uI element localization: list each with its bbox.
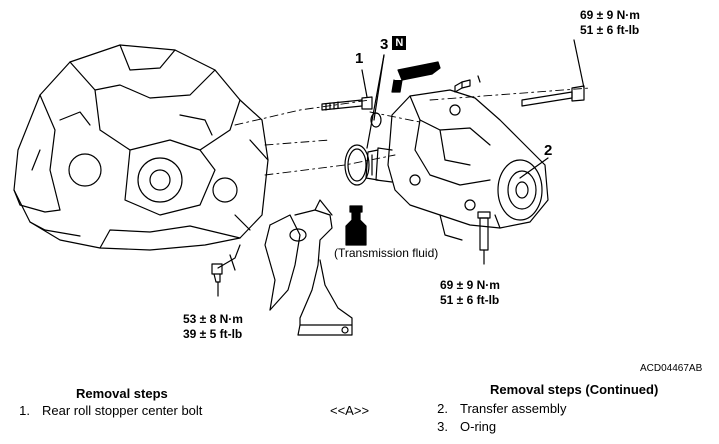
removal-steps-continued-heading: Removal steps (Continued): [490, 382, 659, 397]
list-item: 3. O-ring: [418, 418, 718, 435]
callout-1: 1: [355, 50, 364, 67]
list-item: 2. Transfer assembly: [418, 400, 718, 417]
o-ring: [344, 144, 370, 186]
center-bolt: [321, 96, 373, 111]
torque-metric: 69 ± 9 N·m: [580, 8, 640, 22]
step-text: Transfer assembly: [460, 401, 567, 416]
step-text: O-ring: [460, 419, 497, 434]
torque-spec-upper: 69 ± 9 N·m 51 ± 6 ft-lb: [580, 8, 640, 38]
step-number: 1.: [19, 403, 30, 418]
center-lines: [234, 87, 591, 176]
step-note: <<A>>: [330, 403, 370, 418]
callout-2: 2: [544, 142, 553, 159]
step-number: 2.: [437, 401, 448, 416]
step-text: Rear roll stopper center bolt: [42, 403, 203, 418]
torque-imperial: 51 ± 6 ft-lb: [440, 293, 500, 307]
n-badge-icon: N: [392, 36, 407, 50]
transfer-assembly: [365, 89, 549, 241]
torque-imperial: 51 ± 6 ft-lb: [580, 23, 640, 37]
leader-1: [361, 69, 368, 98]
lower-left-bolt: [211, 244, 241, 297]
leader-2: [519, 157, 549, 179]
torque-metric: 53 ± 8 N·m: [183, 312, 243, 326]
fluid-bottle: [345, 205, 367, 246]
step-number: 3.: [437, 419, 448, 434]
removal-steps-heading: Removal steps: [76, 386, 168, 401]
upper-bolt: [521, 39, 585, 107]
torque-spec-lower: 69 ± 9 N·m 51 ± 6 ft-lb: [440, 278, 500, 308]
leader-3b: [366, 54, 385, 149]
torque-imperial: 39 ± 5 ft-lb: [183, 327, 243, 341]
figure-code: ACD04467AB: [640, 363, 703, 374]
grease-gun-icon: [391, 61, 441, 93]
exploded-diagram: [13, 39, 591, 336]
roll-stopper-bracket: [229, 199, 353, 336]
fluid-label: (Transmission fluid): [334, 246, 439, 260]
torque-spec-left: 53 ± 8 N·m 39 ± 5 ft-lb: [183, 312, 243, 342]
transaxle-housing: [13, 44, 269, 251]
lower-bolt: [477, 211, 491, 265]
list-item: 1. Rear roll stopper center bolt: [0, 402, 330, 419]
torque-metric: 69 ± 9 N·m: [440, 278, 500, 292]
